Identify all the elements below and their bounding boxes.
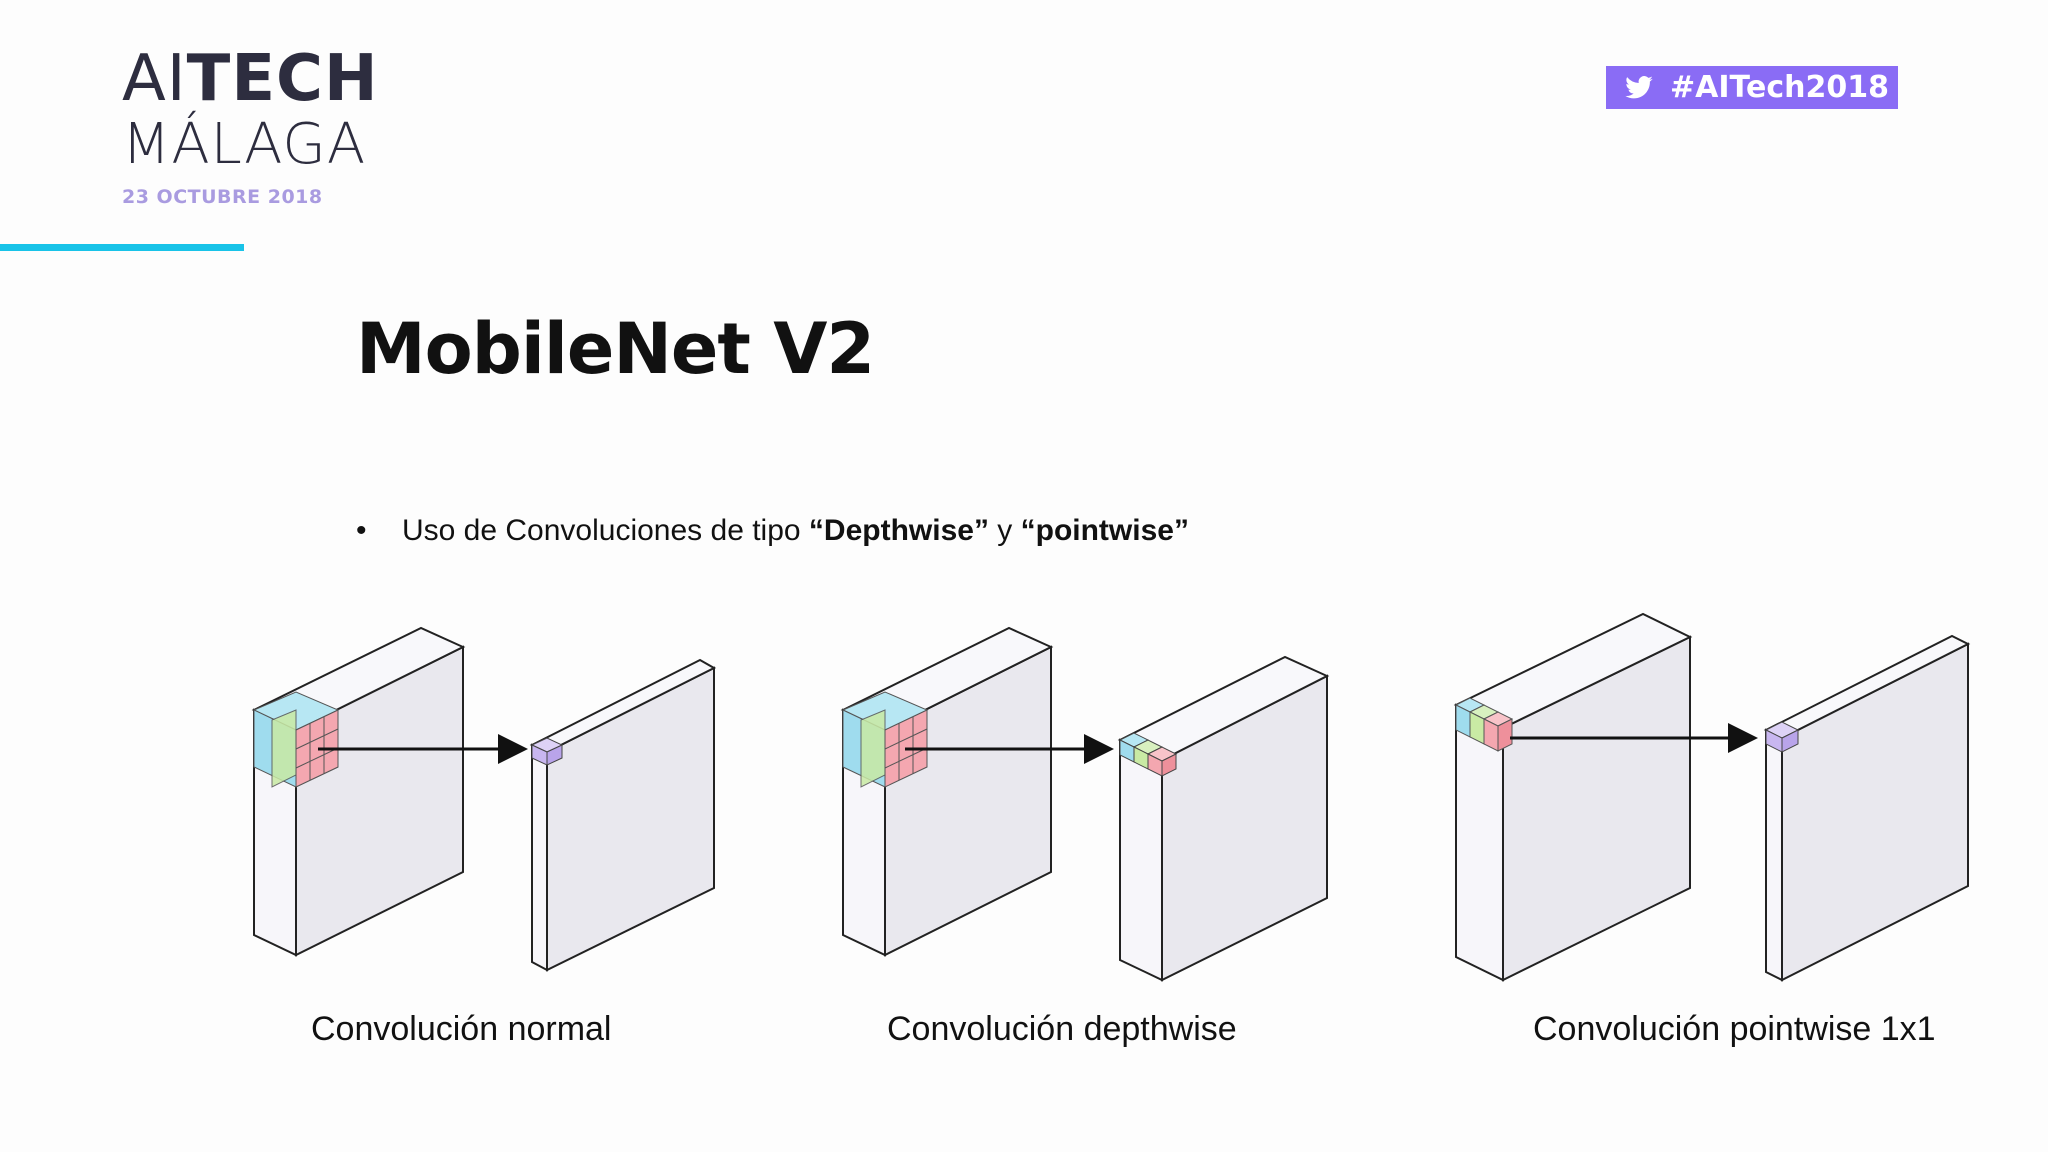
output-volume: [1763, 634, 1971, 982]
logo-city: MÁLAGA: [122, 112, 367, 177]
hashtag-text: #AITech2018: [1670, 70, 1889, 105]
caption-depthwise: Convolución depthwise: [887, 1010, 1237, 1048]
logo-ai: AI: [122, 42, 187, 116]
depthwise-convolution-diagram: [840, 626, 1330, 982]
input-volume: [1453, 612, 1693, 982]
output-volume: [1117, 655, 1330, 982]
caption-normal: Convolución normal: [311, 1010, 612, 1048]
event-logo: AITECH MÁLAGA 23 OCTUBRE 2018: [122, 44, 379, 208]
kernel-pixels: [1454, 697, 1514, 752]
output-pixel: [530, 737, 564, 766]
pointwise-convolution-diagram: [1453, 612, 1971, 982]
bullet-text: Uso de Convoluciones de tipo “Depthwise”…: [402, 514, 1189, 547]
output-pixel: [1764, 721, 1800, 753]
bullet-item: • Uso de Convoluciones de tipo “Depthwis…: [356, 514, 1189, 548]
kernel-cube: [252, 691, 340, 788]
kernel-cube: [841, 691, 929, 788]
bullet-dot: •: [356, 514, 367, 547]
accent-line: [0, 244, 244, 251]
twitter-bird-icon: [1625, 75, 1653, 98]
input-volume: [251, 626, 466, 957]
input-volume: [840, 626, 1054, 957]
output-volume: [529, 658, 717, 972]
logo-tech: TECH: [186, 42, 379, 116]
slide-title: MobileNet V2: [356, 308, 875, 390]
logo-date: 23 OCTUBRE 2018: [122, 186, 323, 208]
caption-pointwise: Convolución pointwise 1x1: [1533, 1010, 1936, 1048]
normal-convolution-diagram: [251, 626, 717, 972]
hashtag-badge: #AITech2018: [1606, 66, 1898, 109]
output-pixels: [1118, 732, 1178, 777]
